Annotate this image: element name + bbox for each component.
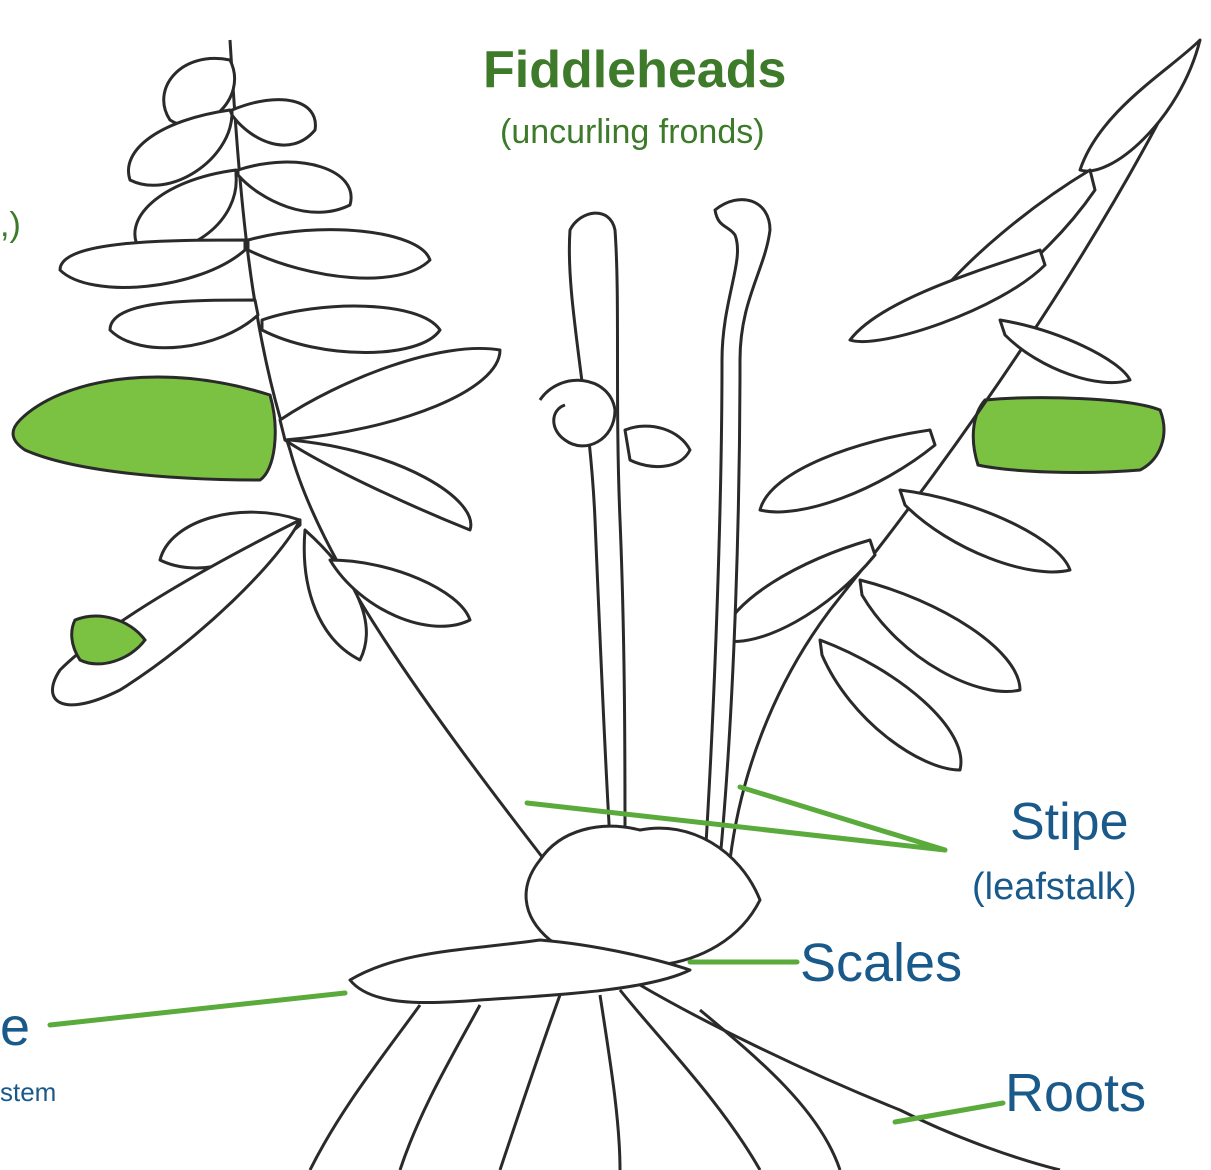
scales-label: Scales bbox=[800, 932, 962, 994]
fiddleheads bbox=[540, 200, 770, 860]
roots-pointer bbox=[895, 1103, 1003, 1122]
highlight-pinna-right bbox=[973, 398, 1164, 473]
fiddleheads-subtitle: (uncurling fronds) bbox=[500, 113, 765, 152]
rhizome-pointer bbox=[50, 993, 345, 1025]
partial-left-label: ,) bbox=[0, 206, 21, 245]
stipe-note: (leafstalk) bbox=[972, 866, 1137, 909]
rhizome-label-partial: e bbox=[0, 996, 30, 1058]
rhizome-note-partial: stem bbox=[0, 1077, 56, 1108]
rhizome-and-roots bbox=[310, 826, 1060, 1170]
highlight-pinna-left bbox=[13, 377, 275, 480]
roots-label: Roots bbox=[1005, 1062, 1146, 1124]
fiddleheads-title: Fiddleheads bbox=[483, 40, 786, 100]
stipe-label: Stipe bbox=[1010, 792, 1129, 852]
